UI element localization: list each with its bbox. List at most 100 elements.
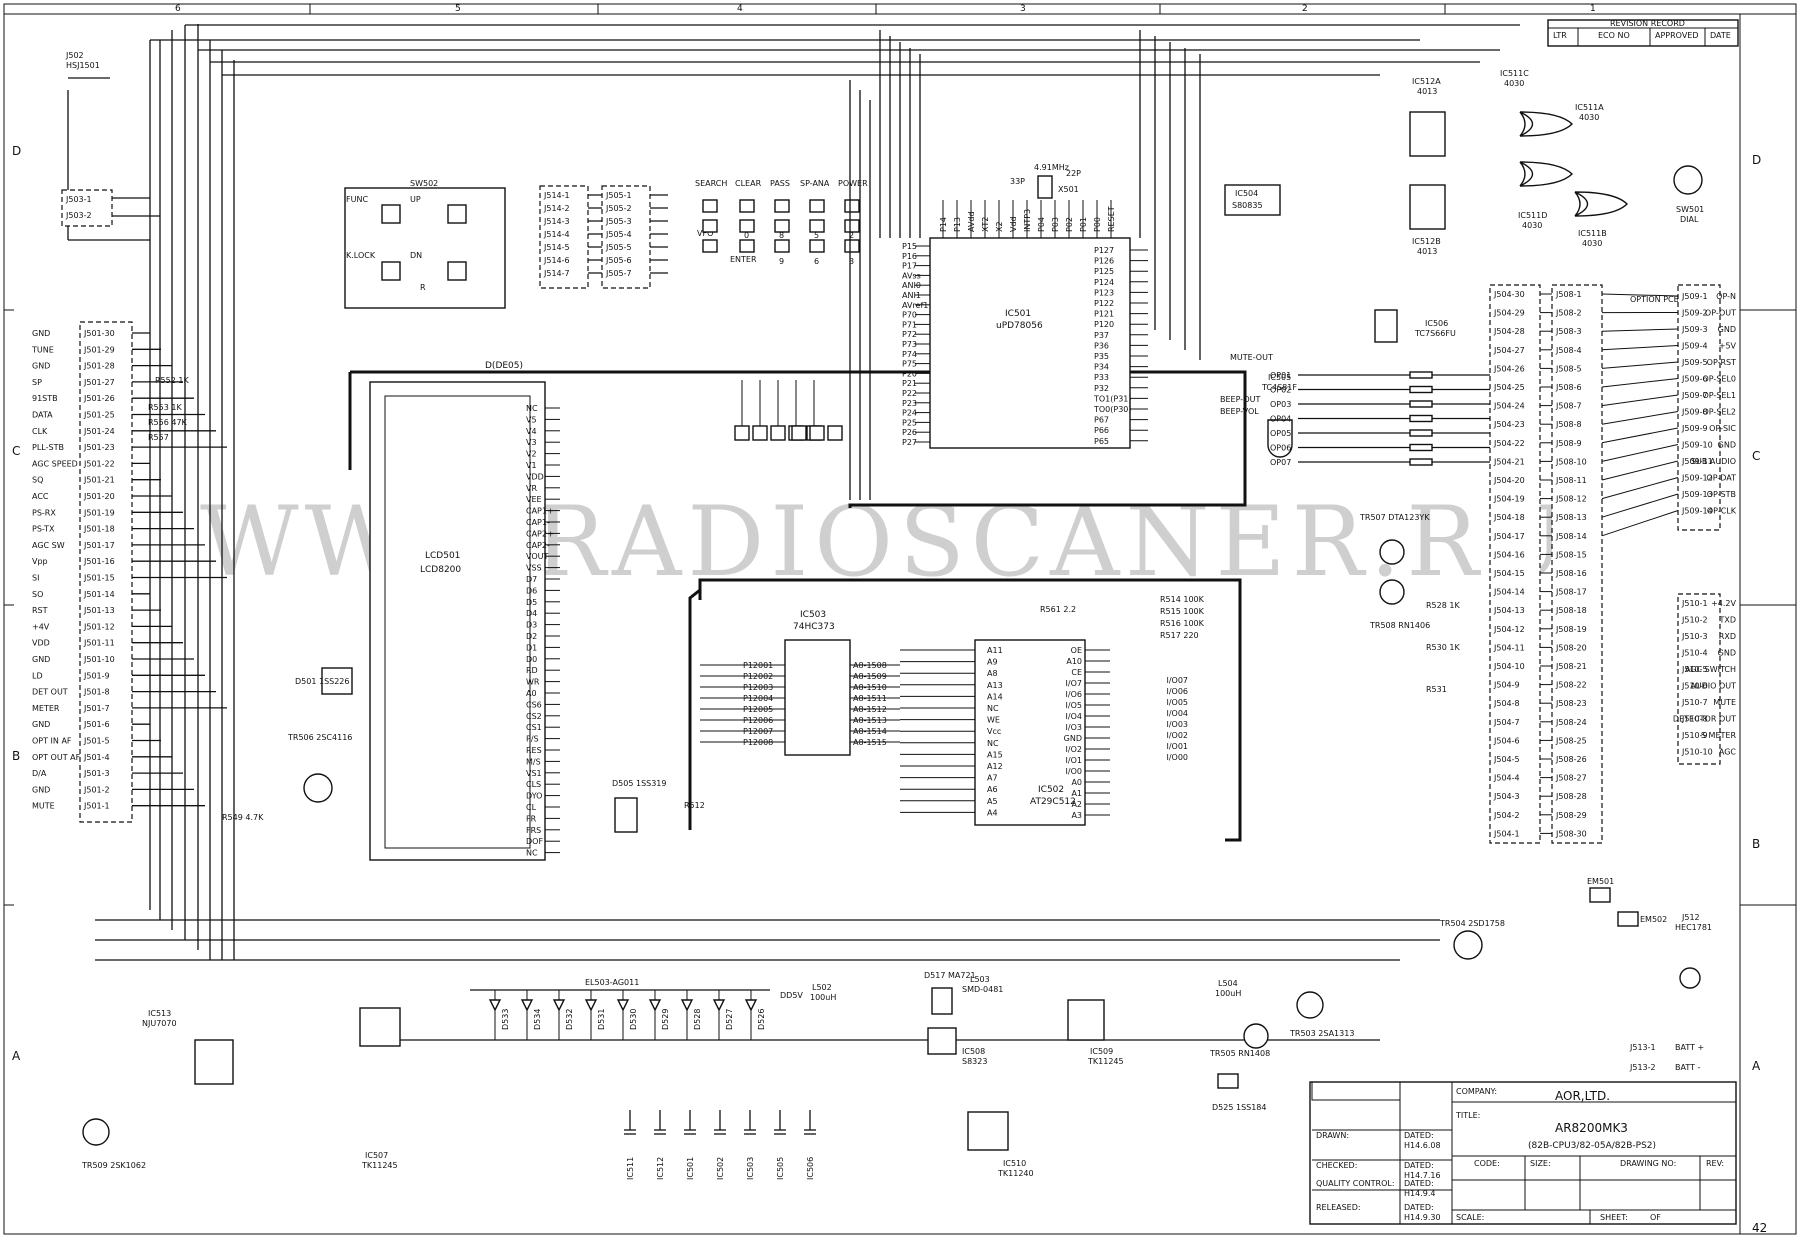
lcd-pin: VS1 [526,769,542,778]
ic502-pin-right: A1 [1071,789,1082,798]
ic501-cpu: IC501 uPD78056 P15P16P17AVssANI0ANI1AVre… [902,200,1148,448]
l503-value: SMD-0481 [962,985,1003,994]
j501-pin: J501-6 [83,720,110,729]
j501-pin: J501-7 [83,704,110,713]
led-label: D530 [629,1009,638,1030]
ic502-pin-left: A11 [987,646,1003,655]
l504: L504 100uH [1215,979,1241,998]
decoupling-cap-label: IC505 [776,1157,785,1180]
ic502-data-label: I/O01 [1166,742,1188,751]
j501-signal: GND [32,655,50,664]
j508-pin: J508-18 [1555,606,1587,615]
led-label: D531 [597,1009,606,1030]
ic503-ref: IC503 [800,610,826,620]
j509-signal: GND [1718,441,1736,450]
ic502-pin-left: A12 [987,762,1003,771]
j510-signal: TXD [1718,616,1736,625]
j504-pin: J504-25 [1493,383,1525,392]
j504-pin: J504-28 [1493,327,1525,336]
cpu-pin-left: P17 [902,262,917,271]
j508-pin: J508-19 [1555,625,1587,634]
em501: EM501 EM502 [1587,877,1667,926]
cpu-pin-right: P123 [1094,288,1114,297]
tr509: TR509 2SK1062 [81,1119,146,1170]
led-label: D526 [757,1009,766,1030]
title-size-label: SIZE: [1530,1159,1551,1168]
l504-value: 100uH [1215,989,1241,998]
ic502-pin-left: WE [987,716,1000,725]
lcd-pin: V5 [526,415,537,424]
j508-pin: J508-2 [1555,309,1582,318]
ic506-part: TC7S66FU [1414,329,1456,338]
sw501-part: DIAL [1680,215,1699,224]
lcd-pin: CL [526,803,537,812]
title-checked-dated: DATED: [1404,1161,1434,1170]
cpu-pin-left: P16 [902,252,917,261]
ic502-pin-left: A5 [987,797,998,806]
op-line-label: OP06 [1270,444,1291,453]
op-resistor [1410,401,1432,407]
cpu-pin-left: P74 [902,350,917,359]
lcd-pin: V3 [526,438,537,447]
ic502-pin-left: A7 [987,774,998,783]
j514-connector: J514-1J514-2J514-3J514-4J514-5J514-6J514… [540,186,606,288]
ic509-ref: IC509 [1090,1047,1113,1056]
ic511b-ref: IC511B [1578,229,1607,238]
em502-label: EM502 [1640,915,1667,924]
j505-pin: J505-7 [605,269,632,278]
cpu-pin-right: TO1(P31) [1093,394,1132,403]
j501-pin: J501-26 [83,394,115,403]
revision-block: REVISION RECORD LTR ECO NO APPROVED DATE [1548,19,1738,46]
lcd-pin: NC [526,849,538,858]
ic503-latch: IC503 74HC373 P12001P12002P12003P12004P1… [700,610,900,755]
ic502-pin-right: CE [1071,668,1082,677]
j513-signal-2: BATT - [1675,1063,1701,1072]
tr504: TR504 2SD1758 [1439,919,1505,959]
zone-right-a: A [1752,1059,1761,1073]
j509-pin: J509-3 [1681,325,1708,334]
cpu-pin-right: P65 [1094,437,1109,446]
cpu-pin-right: P126 [1094,257,1114,266]
title-drawn-dated: DATED: [1404,1131,1434,1140]
cpu-pin-right: P127 [1094,246,1114,255]
j509-signal: OP-OUT [1705,309,1736,318]
op-resistor [1410,459,1432,465]
title-company: AOR,LTD. [1555,1089,1610,1103]
lcd-pin: WR [526,678,540,687]
lcd-pin: D0 [526,655,537,664]
op-resistor [1410,372,1432,378]
op-line-label: OP04 [1270,415,1291,424]
diode-array-1ss319 [735,380,842,440]
cpu-pin-right: P34 [1094,363,1109,372]
j504-pin: J504-2 [1493,811,1520,820]
key-matrix: SEARCH CLEAR PASS SP-ANA POWER VFO ENTER… [695,179,868,266]
revision-title: REVISION RECORD [1610,19,1685,28]
ic509-part: TK11245 [1087,1057,1124,1066]
ic502-pin-left: A9 [987,658,998,667]
cpu-pin-right: P124 [1094,278,1114,287]
lcd-pin: D4 [526,609,537,618]
ic511a-ref: IC511A [1575,103,1604,112]
title-qc-date: H14.9.4 [1404,1189,1435,1198]
d501-label: D501 1SS226 [295,677,350,686]
ic508-part: S8323 [962,1057,987,1066]
key-digit: 6 [814,257,819,266]
j510-signal: +4.2V [1711,599,1736,608]
ic502-pin-right: I/O7 [1066,679,1082,688]
sw501-ref: SW501 [1676,205,1704,214]
zone-top-6: 6 [175,4,181,14]
j508-pin: J508-16 [1555,569,1587,578]
lcd-pin: CLS [526,780,541,789]
j513-pin-2: J513-2 [1629,1063,1656,1072]
key-search: SEARCH [695,179,727,188]
decoupling-cap-label: IC512 [656,1157,665,1180]
j501-signal: DATA [32,411,53,420]
j501-signal: SQ [32,476,43,485]
j501-pin: J501-27 [83,378,115,387]
ic502-pin-right: A3 [1071,811,1082,820]
j501-pin: J501-4 [83,753,110,762]
j504-pin: J504-5 [1493,755,1520,764]
ic502-flash: IC502 AT29C512 A11A9A8A13A14NCWEVccNCA15… [900,640,1110,825]
crystal-x501: 4.91MHz X501 33P 22P [1010,163,1081,198]
